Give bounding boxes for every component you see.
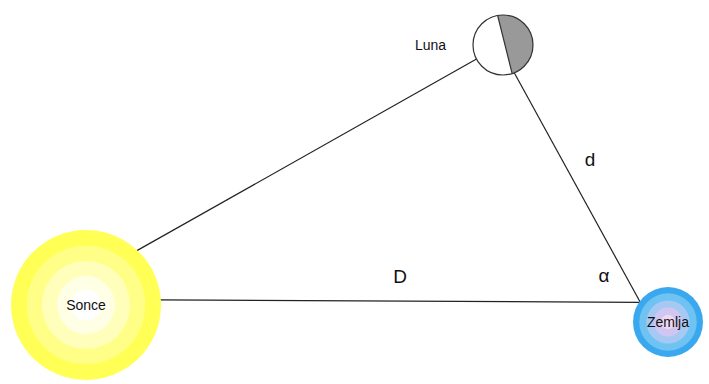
sight-line xyxy=(136,59,476,251)
sight-line xyxy=(160,300,640,302)
sun-ring xyxy=(57,276,115,334)
sun-ring xyxy=(42,261,130,349)
earth-ring xyxy=(646,300,689,343)
sun-ring xyxy=(11,230,161,380)
sun-ring xyxy=(27,246,146,365)
moon-outline xyxy=(473,15,533,75)
body-name: Sonce xyxy=(66,297,106,313)
terminator-line xyxy=(497,13,513,77)
angle-label: α xyxy=(599,265,610,287)
sight-line xyxy=(514,73,640,302)
earth-ring xyxy=(639,293,697,351)
body-name: Luna xyxy=(415,37,446,53)
distance-label: D xyxy=(393,266,407,288)
distance-label: d xyxy=(585,149,596,171)
sun-body: Sonce xyxy=(10,229,162,381)
body-name: Zemlja xyxy=(647,314,689,330)
moon-disc xyxy=(471,13,535,77)
moon-dark-side xyxy=(497,13,535,77)
earth-ring xyxy=(633,287,703,357)
earth-body: Zemlja xyxy=(632,286,704,358)
moon-body: Luna xyxy=(403,13,537,77)
